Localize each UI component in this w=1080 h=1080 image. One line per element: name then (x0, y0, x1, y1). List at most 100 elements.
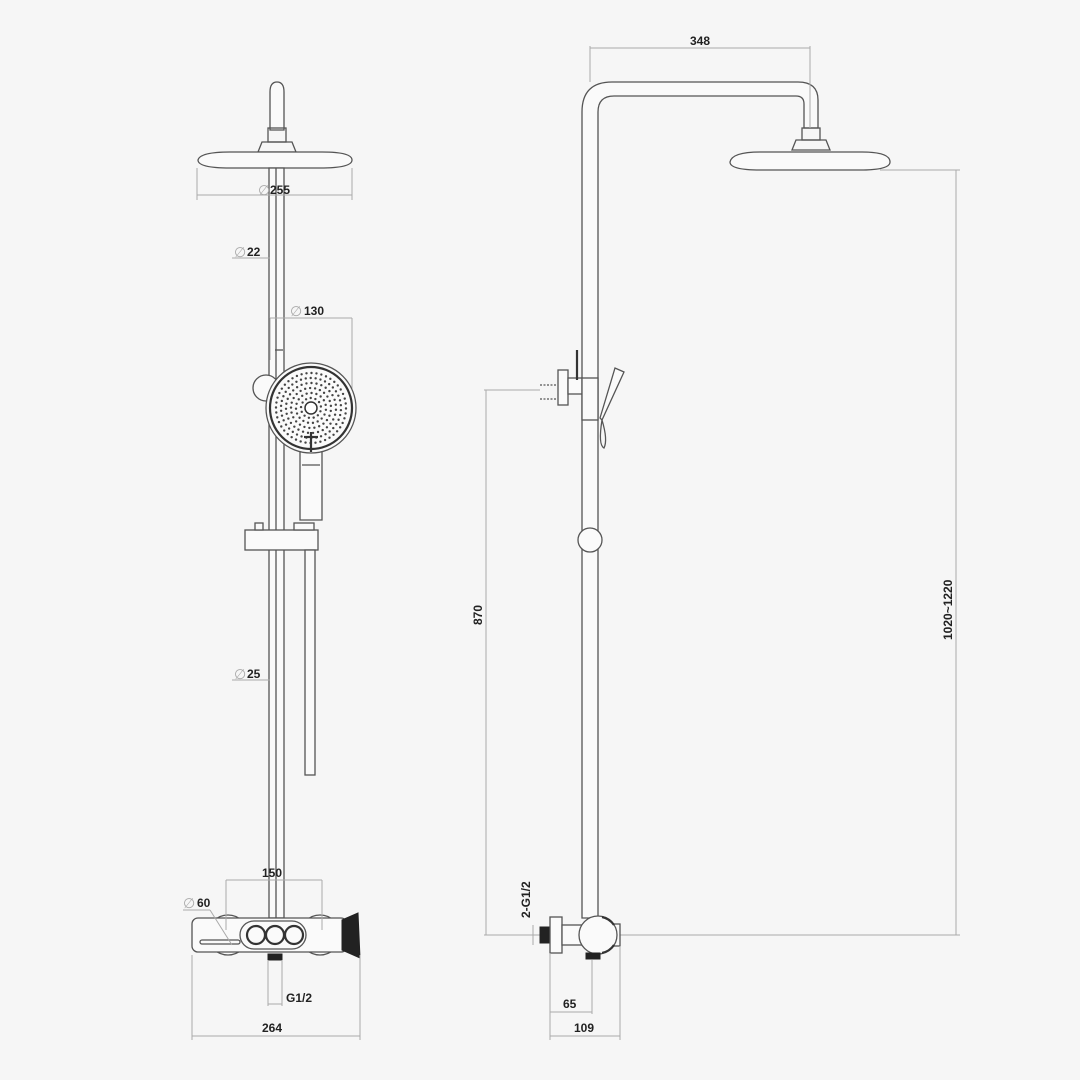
nozzle-dot (287, 380, 290, 383)
nozzle-dot (316, 414, 320, 417)
nozzle-dot (288, 393, 292, 396)
nozzle-dot (335, 430, 339, 433)
nozzle-dot (319, 410, 322, 413)
nozzle-dot (338, 426, 342, 429)
nozzle-dot (280, 425, 283, 428)
nozzle-dot (291, 383, 294, 386)
inlet-thread-label: G1/2 (286, 991, 312, 1005)
nozzle-dot (338, 413, 342, 417)
nozzle-dot (299, 440, 302, 443)
nozzle-dot (303, 425, 306, 429)
dimension-head-diameter: ∅ 255 (196, 168, 353, 200)
overall-depth-label: 109 (574, 1021, 594, 1035)
hand-shower (252, 362, 357, 521)
nozzle-dot (280, 399, 284, 403)
side-mixer (539, 915, 621, 960)
shower-arm (581, 81, 819, 919)
nozzle-dot (278, 391, 281, 395)
nozzle-dot (329, 404, 333, 408)
nozzle-dot (310, 371, 313, 375)
rain-shower-head (729, 151, 891, 171)
thermostatic-mixer (191, 912, 361, 961)
nozzle-dot (332, 433, 335, 436)
nozzle-dot (314, 441, 317, 444)
nozzle-dot (289, 421, 293, 425)
nozzle-dot (285, 402, 288, 405)
front-view: ∅ 255 ∅ 22 ∅ 130 (183, 81, 361, 1040)
nozzle-dot (323, 413, 326, 416)
dimension-bracket-height: 870 (471, 389, 540, 935)
nozzle-dot (279, 409, 283, 412)
nozzle-dot (328, 436, 331, 439)
nozzle-dot (328, 399, 331, 403)
nozzle-dot (323, 380, 327, 383)
nozzle-dot (317, 425, 321, 428)
dimension-arm-projection: 348 (589, 34, 811, 128)
nozzle-dot (300, 383, 303, 387)
nozzle-dot (283, 429, 286, 432)
nozzle-dot (315, 372, 318, 375)
nozzle-dot (319, 435, 323, 438)
nozzle-dot (295, 392, 298, 396)
nozzle-dot (294, 407, 298, 410)
dimension-overall-depth: 109 (550, 946, 621, 1040)
nozzle-dot (284, 423, 288, 426)
nozzle-dot (276, 396, 279, 399)
nozzle-dot (316, 420, 319, 423)
nozzle-dot (304, 441, 307, 444)
nozzle-dot (302, 419, 305, 423)
dimension-hand-shower-diameter: ∅ 130 (269, 303, 353, 400)
arm-diameter-label: 22 (247, 245, 261, 259)
nozzle-dot (310, 391, 313, 395)
nozzle-dot (297, 398, 300, 401)
nozzle-dot (286, 432, 289, 436)
nozzle-dot (282, 419, 285, 422)
dimension-inlet-thread: G1/2 (267, 960, 312, 1006)
nozzle-dot (307, 416, 311, 419)
nozzle-dot (301, 394, 304, 398)
nozzle-dot (329, 422, 332, 425)
dimension-overall-width: 264 (191, 955, 361, 1040)
nozzle-dot (320, 384, 323, 387)
diameter-symbol: ∅ (258, 182, 270, 198)
nozzle-dot (290, 411, 293, 414)
diameter-symbol: ∅ (234, 244, 246, 260)
nozzle-dot (299, 378, 303, 381)
nozzle-dot (314, 377, 317, 380)
dimension-mixer-center-distance: 150 (225, 866, 323, 930)
nozzle-dot (332, 426, 335, 430)
arm-projection-label: 348 (690, 34, 710, 48)
nozzle-dot (284, 407, 288, 410)
nozzle-dot (326, 395, 329, 398)
nozzle-dot (320, 417, 323, 420)
nozzle-dot (344, 412, 347, 415)
nozzle-dot (297, 428, 300, 431)
nozzle-dot (310, 381, 313, 385)
nozzle-dot (313, 387, 317, 390)
nozzle-dot (295, 412, 299, 415)
mixer-center-distance-label: 150 (262, 866, 282, 880)
nozzle-dot (306, 421, 310, 424)
nozzle-dot (319, 378, 322, 381)
nozzle-dot (334, 403, 337, 406)
nozzle-dot (287, 417, 290, 420)
nozzle-dot (301, 401, 304, 404)
nozzle-dot (284, 390, 287, 394)
nozzle-dot (319, 405, 323, 408)
nozzle-dot (324, 433, 327, 436)
nozzle-dot (339, 388, 342, 391)
dimension-arm-diameter: ∅ 22 (232, 244, 270, 260)
nozzle-dot (337, 418, 340, 421)
nozzle-dot (321, 428, 324, 432)
top-arm (269, 81, 285, 131)
side-view: 348 1020~1220 870 (471, 34, 960, 1040)
nozzle-dot (295, 374, 299, 378)
nozzle-dot (295, 386, 299, 389)
nozzle-dot (341, 392, 345, 396)
nozzle-dot (305, 382, 308, 385)
nozzle-dot (300, 373, 303, 376)
nozzle-dot (294, 438, 298, 441)
nozzle-dot (309, 396, 312, 400)
dimension-wall-to-outlet: 65 (549, 953, 593, 1040)
nozzle-dot (334, 390, 338, 393)
